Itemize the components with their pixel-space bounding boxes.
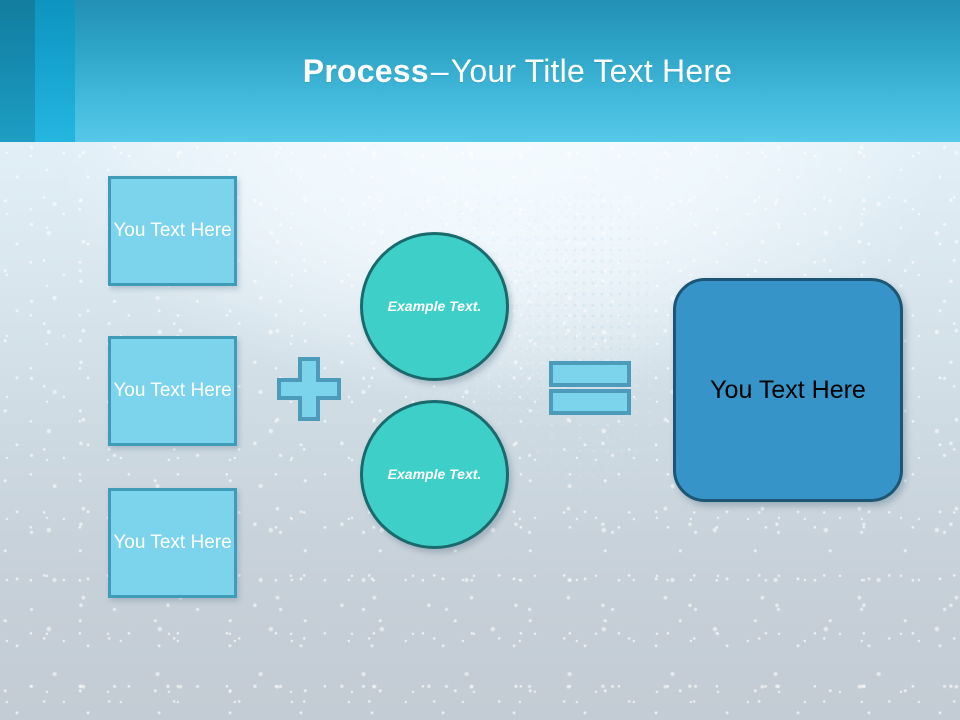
input-box-2[interactable]: You Text Here [108,336,237,446]
process-circle-2[interactable]: Example Text. [360,400,509,549]
process-circle-2-label: Example Text. [387,466,482,483]
process-circle-1[interactable]: Example Text. [360,232,509,381]
page-title: Process – Your Title Text Here [75,0,960,142]
equals-icon [549,361,631,415]
process-circle-1-label: Example Text. [387,298,482,315]
header-accent-band-bright [35,0,75,142]
result-box[interactable]: You Text Here [673,278,903,502]
input-box-1[interactable]: You Text Here [108,176,237,286]
background-bubble-cloud-secondary [500,170,700,550]
input-box-3[interactable]: You Text Here [108,488,237,598]
plus-icon [277,357,341,421]
header-accent-band-dark [0,0,35,142]
equals-operator [549,361,631,415]
input-box-2-label: You Text Here [113,379,232,401]
slide-header: Process – Your Title Text Here [0,0,960,142]
page-title-rest: Your Title Text Here [450,52,733,89]
page-title-strong: Process [302,52,429,89]
plus-operator [277,357,341,421]
input-box-1-label: You Text Here [113,219,232,241]
result-box-label: You Text Here [710,375,866,404]
input-box-3-label: You Text Here [113,531,232,553]
page-title-separator: – [430,52,449,89]
